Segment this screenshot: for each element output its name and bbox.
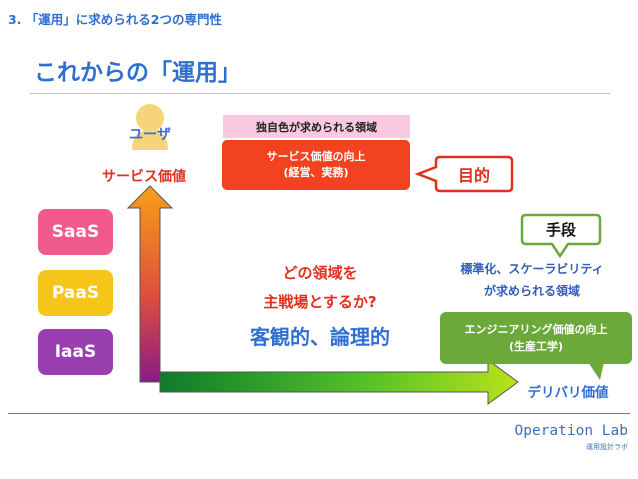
- footer-subtitle: 運用設計ラボ: [586, 443, 628, 451]
- objective-text: 客観的、論理的: [250, 325, 390, 349]
- user-figure-icon: [132, 104, 168, 150]
- iaas-box: IaaS: [38, 329, 113, 375]
- section-title: 3. 「運用」に求められる2つの専門性: [8, 12, 222, 27]
- question-line2: 主戦場とするか?: [263, 292, 377, 311]
- saas-box: SaaS: [38, 209, 113, 255]
- engineering-value-box: エンジニアリング価値の向上 (生産工学): [440, 312, 632, 364]
- engineering-box-line2: (生産工学): [508, 340, 564, 353]
- horizontal-arrow: [159, 359, 519, 405]
- standardization-line2: が求められる領域: [483, 284, 580, 299]
- means-callout-shape: [520, 213, 602, 259]
- unique-domain-tag: 独自色が求められる領域: [223, 115, 410, 138]
- service-value-box-line1: サービス価値の向上: [266, 149, 366, 163]
- purpose-label: 目的: [457, 166, 490, 185]
- engineering-box-line1: エンジニアリング価値の向上: [464, 322, 608, 336]
- question-text: どの領域を 主戦場とするか?: [225, 259, 415, 316]
- service-value-label: サービス価値: [102, 169, 186, 185]
- user-label: ユーザ: [129, 127, 171, 143]
- paas-box: PaaS: [38, 270, 113, 316]
- title-divider: [30, 93, 610, 94]
- footer-brand: Operation Lab: [514, 423, 629, 439]
- footer-divider: [8, 413, 630, 414]
- page-title: これからの「運用」: [34, 60, 241, 86]
- means-label: 手段: [545, 220, 576, 239]
- delivery-value-label: デリバリ価値: [527, 385, 609, 401]
- standardization-text: 標準化、スケーラビリティ が求められる領域: [432, 258, 632, 302]
- engineering-box-pointer: [588, 362, 604, 380]
- purpose-callout-shape: [414, 155, 514, 193]
- vertical-arrow: [126, 185, 174, 383]
- service-value-box-line2: (経営、実務): [283, 166, 349, 179]
- service-value-box: サービス価値の向上 (経営、実務): [222, 140, 410, 190]
- question-line1: どの領域を: [282, 264, 358, 282]
- standardization-line1: 標準化、スケーラビリティ: [460, 262, 604, 276]
